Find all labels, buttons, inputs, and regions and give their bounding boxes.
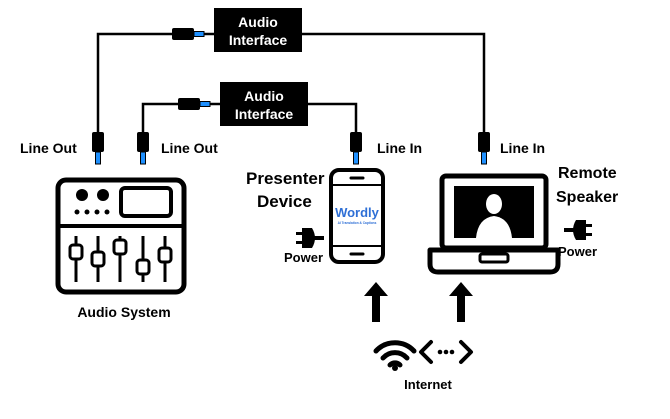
- audio-interface-box: Audio Interface: [220, 82, 308, 126]
- wifi-icon: [392, 365, 398, 371]
- power-label: Power: [558, 244, 597, 259]
- up-arrow-icon: [449, 282, 473, 322]
- audio-interface-label-line1: Audio: [244, 88, 284, 104]
- cable-top-right: [302, 32, 486, 132]
- laptop-icon: [427, 173, 561, 275]
- wifi-icon: [373, 340, 417, 368]
- power-label: Power: [284, 250, 323, 265]
- line-in-label: Line In: [500, 140, 545, 156]
- presenter-device-label-line1: Presenter: [246, 169, 325, 188]
- audio-jack-icon: [137, 132, 149, 165]
- phone-brand-logo: Wordly: [335, 205, 380, 220]
- cable-top-left: [96, 32, 174, 132]
- audio-interface-label-line1: Audio: [238, 14, 278, 30]
- audio-jack-icon: [478, 132, 490, 165]
- audio-interface-label-line2: Interface: [229, 32, 288, 48]
- phone-brand-tagline: AI Translation & Captions: [338, 221, 377, 225]
- audio-interface-box: Audio Interface: [214, 8, 302, 52]
- cable-second-left: [141, 102, 180, 132]
- audio-jack-icon: [350, 132, 362, 165]
- power-plug-icon: [564, 220, 592, 240]
- mixer-icon: [55, 177, 187, 295]
- cables: [96, 32, 486, 132]
- remote-speaker-label-line1: Remote: [558, 165, 617, 182]
- person-silhouette-icon: [476, 194, 512, 238]
- audio-interface-label-line2: Interface: [235, 106, 294, 122]
- phone-icon: Wordly AI Translation & Captions: [329, 168, 385, 264]
- line-out-label: Line Out: [20, 140, 77, 156]
- audio-jack-icon: [178, 98, 211, 110]
- presenter-device-label-line2: Device: [257, 192, 312, 211]
- code-brackets-icon: [419, 340, 473, 364]
- audio-jack-icon: [92, 132, 104, 165]
- cable-second-right: [308, 102, 358, 132]
- line-in-label: Line In: [377, 140, 422, 156]
- audio-system-label: Audio System: [77, 304, 170, 320]
- audio-jack-icon: [172, 28, 205, 40]
- up-arrow-icon: [364, 282, 388, 322]
- internet-label: Internet: [404, 377, 452, 392]
- line-out-label: Line Out: [161, 140, 218, 156]
- power-plug-icon: [296, 228, 324, 248]
- remote-speaker-label-line2: Speaker: [556, 189, 618, 206]
